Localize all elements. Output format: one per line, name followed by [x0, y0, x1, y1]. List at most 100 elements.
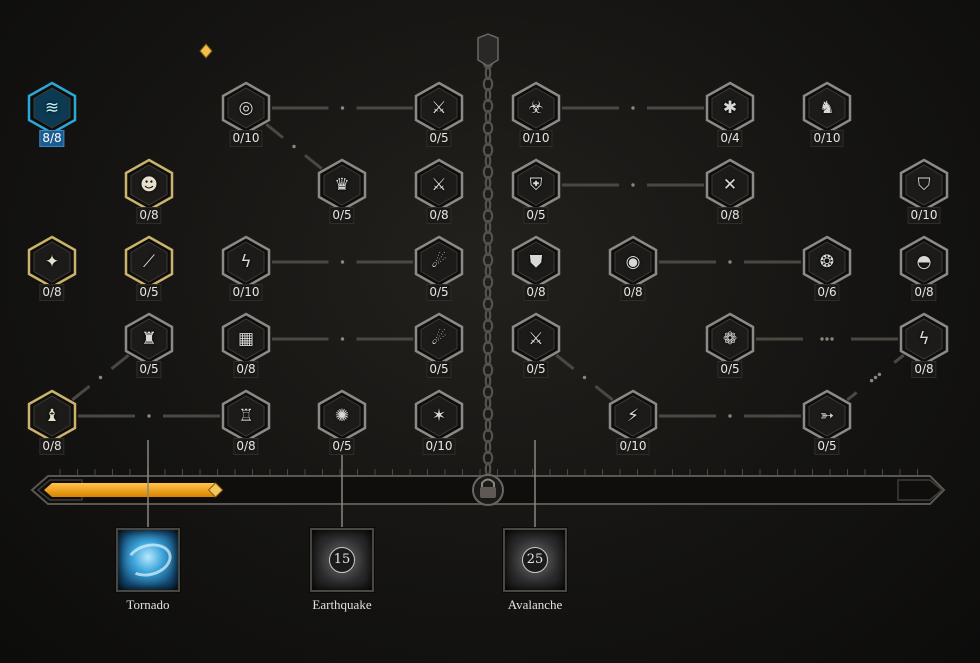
skill-node-vortex[interactable]: ❂ [802, 235, 852, 289]
connector-line [846, 391, 858, 402]
skill-tornado-card[interactable] [116, 528, 180, 592]
node-frame [802, 389, 852, 443]
node-frame [124, 235, 174, 289]
rank-counter: 0/5 [426, 130, 452, 147]
rank-counter: 0/5 [426, 361, 452, 378]
skill-node-lightning-hand[interactable]: ϟ [221, 235, 271, 289]
skill-avalanche-card[interactable]: 25 [503, 528, 567, 592]
skill-node-blades-x[interactable]: ✕ [705, 158, 755, 212]
connector-dot [631, 183, 635, 187]
skill-node-wind-coil[interactable]: ◎ [221, 81, 271, 135]
connector-line [594, 385, 614, 402]
woven-net-icon: ▦ [237, 329, 255, 349]
helm-guard-icon: ⛉ [917, 175, 931, 195]
connector-dot [830, 337, 834, 341]
skill-node-earth-burst[interactable]: ✺ [317, 389, 367, 443]
shield-ward-icon: ⛊ [529, 252, 543, 272]
skill-node-totem-left[interactable]: ♝ [27, 389, 77, 443]
rank-counter: 0/10 [907, 207, 941, 224]
skill-node-rune-ring[interactable]: ❁ [705, 312, 755, 366]
connector-line [71, 385, 91, 402]
skill-node-broken-spear[interactable]: ➳ [802, 389, 852, 443]
tornado-icon [122, 538, 176, 582]
connector-dot [869, 378, 874, 383]
node-frame [802, 81, 852, 135]
skill-node-cracked-ground[interactable]: ⚡ [608, 389, 658, 443]
skill-node-sword-strike[interactable]: ⚔ [414, 158, 464, 212]
rank-counter: 0/5 [329, 207, 355, 224]
connector-dot [340, 260, 345, 264]
skill-node-active-cyclone[interactable]: ≋ [27, 81, 77, 135]
chain-barrier [482, 54, 494, 477]
skill-node-sword-shield[interactable]: ⛨ [511, 158, 561, 212]
skill-node-stone-shard[interactable]: ⟋ [124, 235, 174, 289]
stacked-bell-icon: ♜ [141, 329, 157, 349]
skill-earthquake-label: Earthquake [312, 597, 372, 612]
skill-node-crystal-beast[interactable]: ✦ [27, 235, 77, 289]
totem-icon: ♝ [44, 406, 60, 426]
power-up-icon: ✱ [722, 98, 738, 118]
eye-slash-icon: ◉ [625, 252, 641, 272]
node-frame [124, 158, 174, 212]
node-frame [414, 312, 464, 366]
rank-counter: 0/5 [814, 438, 840, 455]
skill-node-power-up[interactable]: ✱ [705, 81, 755, 135]
skill-node-eagle[interactable]: ♞ [802, 81, 852, 135]
rock-veins-icon: ✶ [431, 406, 447, 426]
unlock-level-badge: 25 [522, 547, 548, 573]
unlock-level-badge: 15 [329, 547, 355, 573]
node-frame [317, 158, 367, 212]
skill-node-totem-lower[interactable]: ♖ [221, 389, 271, 443]
rank-counter: 0/8 [523, 284, 549, 301]
connector-dot [825, 337, 829, 341]
node-frame [511, 312, 561, 366]
rank-counter: 0/10 [810, 130, 844, 147]
rank-counter: 8/8 [39, 130, 65, 147]
chain-anchor-icon [477, 33, 499, 67]
skill-node-stone-crown[interactable]: ♛ [317, 158, 367, 212]
crossed-blades-icon: ✕ [722, 175, 738, 195]
whirlwind-icon: ≋ [44, 98, 60, 118]
skill-node-sword-slash[interactable]: ⚔ [511, 312, 561, 366]
node-frame [802, 235, 852, 289]
connector-dot [98, 375, 103, 380]
rank-counter: 0/8 [911, 361, 937, 378]
skill-node-beast-mask[interactable]: ☣ [511, 81, 561, 135]
skill-node-eye-slash[interactable]: ◉ [608, 235, 658, 289]
node-frame [414, 158, 464, 212]
rank-counter: 0/8 [426, 207, 452, 224]
skill-earthquake-card[interactable]: 15 [310, 528, 374, 592]
skill-node-hooded-face[interactable]: ☻ [124, 158, 174, 212]
skill-node-shield-ward[interactable]: ⛊ [511, 235, 561, 289]
vortex-icon: ❂ [819, 252, 835, 272]
skill-node-lightning-rock[interactable]: ϟ [899, 312, 949, 366]
lightning-hand-icon: ϟ [240, 252, 252, 272]
node-frame [899, 235, 949, 289]
skill-node-stacked-bell[interactable]: ♜ [124, 312, 174, 366]
skill-node-rock-veins[interactable]: ✶ [414, 389, 464, 443]
connector-line [265, 123, 285, 139]
connector-dot [631, 106, 635, 110]
node-frame [124, 312, 174, 366]
rank-counter: 0/5 [523, 207, 549, 224]
node-frame [899, 158, 949, 212]
sword-strike-icon: ⚔ [431, 175, 447, 195]
skill-node-woven-net[interactable]: ▦ [221, 312, 271, 366]
storm-coil-icon: ☄ [431, 252, 447, 272]
rank-counter: 0/5 [426, 284, 452, 301]
skill-node-daggers[interactable]: ⚔ [414, 81, 464, 135]
skill-tornado-label: Tornado [126, 597, 170, 612]
rank-counter: 0/8 [39, 438, 65, 455]
lock-icon [472, 474, 504, 506]
node-frame [511, 81, 561, 135]
skill-node-stone-dome[interactable]: ◓ [899, 235, 949, 289]
skill-node-helm-guard[interactable]: ⛉ [899, 158, 949, 212]
skill-node-comet[interactable]: ☄ [414, 312, 464, 366]
eagle-icon: ♞ [819, 98, 835, 118]
rank-counter: 0/5 [136, 361, 162, 378]
connector-dot [340, 106, 345, 110]
connector-dot [340, 337, 345, 341]
skill-node-storm-coil[interactable]: ☄ [414, 235, 464, 289]
stone-dome-icon: ◓ [916, 252, 932, 272]
